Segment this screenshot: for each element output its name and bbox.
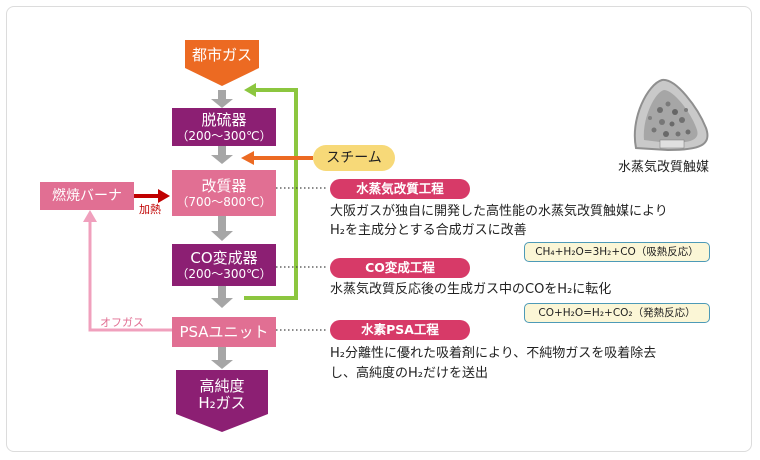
steam-arrow xyxy=(241,151,313,165)
steam-label: スチーム xyxy=(313,145,395,171)
process-psa-desc1: H₂分離性に優れた吸着剤により、不純物ガスを吸着除去 xyxy=(330,346,657,361)
co-converter-temp: （200～300℃） xyxy=(176,266,272,281)
city-gas-label: 都市ガス xyxy=(191,46,252,64)
psa-unit-box: PSAユニット xyxy=(172,317,276,347)
desulfurizer-title: 脱硫器 xyxy=(201,110,247,129)
process-psa-desc2: し、高純度のH₂だけを送出 xyxy=(330,366,488,381)
process-reforming-desc2: H₂を主成分とする合成ガスに改善 xyxy=(330,223,527,238)
equation-reforming: CH₄+H₂O=3H₂+CO（吸熱反応） xyxy=(524,242,710,262)
co-converter-box: CO変成器 （200～300℃） xyxy=(172,244,276,286)
heating-arrow xyxy=(134,189,170,203)
green-recycle-arrow xyxy=(244,83,298,300)
co-converter-title: CO変成器 xyxy=(190,248,258,267)
process-shift-pill: CO変成工程 xyxy=(330,258,470,278)
reformer-title: 改質器 xyxy=(201,176,247,195)
flow-arrow-desulfurizer-reformer xyxy=(211,146,233,164)
flow-arrow-reformer-coconverter xyxy=(211,216,233,241)
offgas-arrow xyxy=(83,210,172,332)
product-shape xyxy=(176,370,268,432)
burner-box: 燃焼バーナ xyxy=(40,182,134,210)
reformer-temp: （700～800℃） xyxy=(176,194,272,209)
catalyst-image xyxy=(633,78,709,152)
heating-label: 加熱 xyxy=(139,203,161,216)
desulfurizer-box: 脱硫器 （200～300℃） xyxy=(172,108,276,146)
desulfurizer-temp: （200～300℃） xyxy=(176,128,272,143)
catalyst-caption: 水蒸気改質触媒 xyxy=(618,160,710,175)
process-reforming-pill: 水蒸気改質工程 xyxy=(330,179,470,199)
process-psa-pill: 水素PSA工程 xyxy=(330,320,470,340)
process-reforming-desc1: 大阪ガスが独自に開発した高性能の水蒸気改質触媒により xyxy=(330,204,668,219)
product-line2: H₂ガス xyxy=(198,394,246,412)
offgas-label: オフガス xyxy=(100,316,144,329)
city-gas-shape xyxy=(185,40,259,86)
flow-arrow-citygas-desulfurizer xyxy=(211,90,233,108)
flow-arrow-coconverter-psa xyxy=(211,286,233,308)
product-label: 高純度 H₂ガス xyxy=(176,371,268,419)
process-shift-desc1: 水蒸気改質反応後の生成ガス中のCOをH₂に転化 xyxy=(330,282,612,297)
flow-arrow-psa-product xyxy=(211,347,233,369)
diagram-frame xyxy=(6,6,752,452)
equation-shift: CO+H₂O=H₂+CO₂（発熱反応） xyxy=(524,303,710,323)
reformer-box: 改質器 （700～800℃） xyxy=(172,170,276,216)
product-line1: 高純度 xyxy=(199,376,245,395)
